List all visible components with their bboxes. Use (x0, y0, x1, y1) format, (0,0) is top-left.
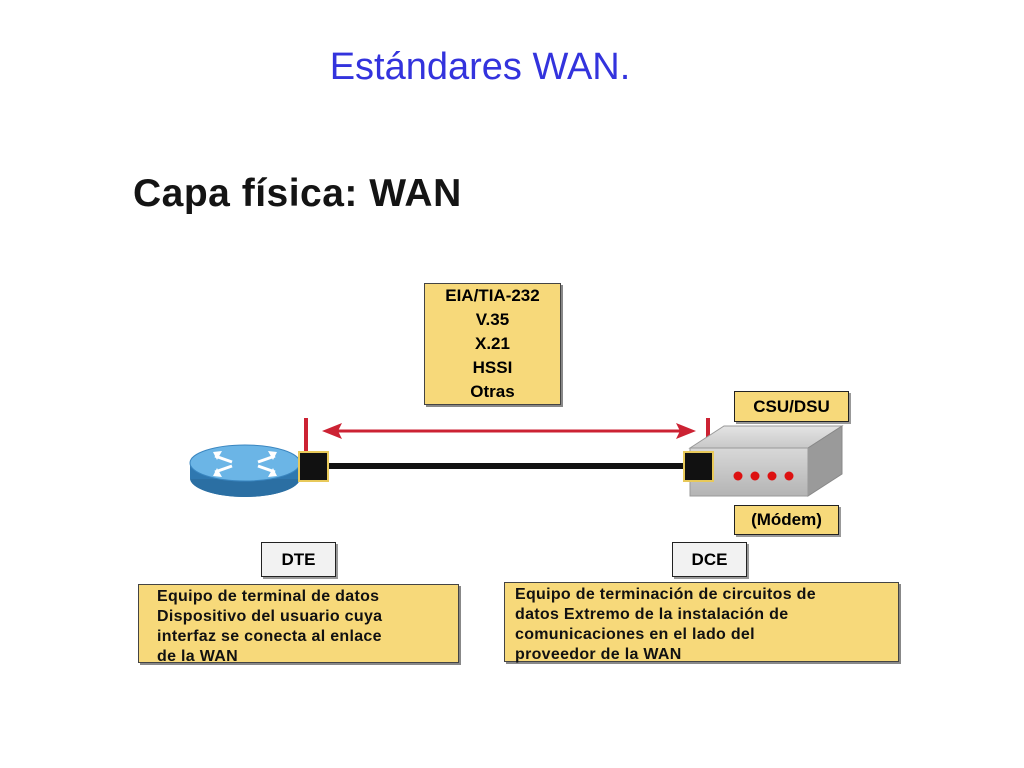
dce-description: Equipo de terminación de circuitos de da… (504, 582, 899, 663)
standard-item: X.21 (475, 334, 510, 353)
standard-item: HSSI (472, 358, 513, 377)
dce-description-line: proveedor de la WAN (515, 646, 682, 663)
dte-connector (298, 451, 329, 482)
dce-interface-marker (706, 418, 710, 452)
dce-description-line: Equipo de terminación de circuitos de (515, 586, 816, 603)
section-title: Capa física: WAN (133, 172, 462, 215)
csu-dsu-label: CSU/DSU (734, 391, 849, 422)
dce-connector (683, 451, 714, 482)
dte-interface-marker (304, 418, 308, 452)
standard-item: EIA/TIA-232 (445, 286, 540, 305)
dte-description-line: de la WAN (157, 648, 238, 665)
dte-description-line: interfaz se conecta al enlace (157, 628, 382, 645)
dte-label: DTE (261, 542, 336, 577)
dce-description-line: comunicaciones en el lado del (515, 626, 755, 643)
interface-arrow (322, 423, 696, 439)
standard-item: Otras (470, 382, 515, 401)
modem-label: (Módem) (734, 505, 839, 535)
standards-box: EIA/TIA-232 V.35 X.21 HSSI Otras (424, 283, 561, 405)
router-icon (189, 444, 301, 497)
dte-description-line: Equipo de terminal de datos (157, 588, 380, 605)
dce-label: DCE (672, 542, 747, 577)
dte-description: Equipo de terminal de datos Dispositivo … (138, 584, 459, 665)
dte-description-line: Dispositivo del usuario cuya (157, 608, 383, 625)
slide-title: Estándares WAN. (329, 46, 631, 88)
dce-description-line: datos Extremo de la instalación de (515, 606, 789, 623)
standard-item: V.35 (475, 310, 510, 329)
